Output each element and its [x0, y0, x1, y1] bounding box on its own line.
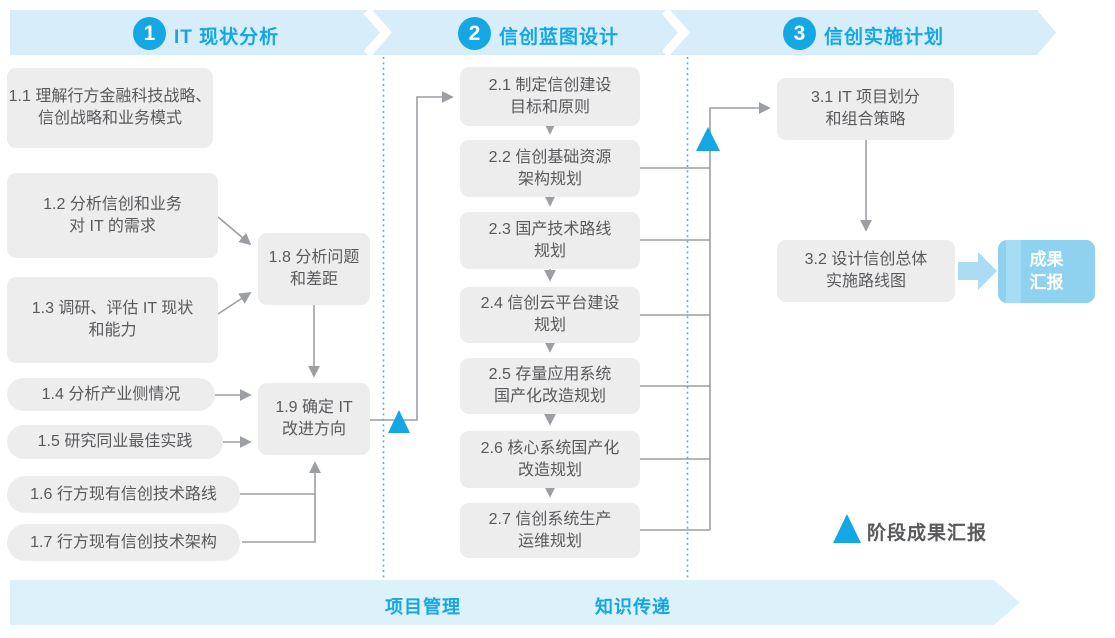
connector-collector-to-3-1	[709, 102, 771, 530]
task-box-2-4: 2.4 信创云平台建设 规划	[460, 287, 640, 343]
connector-1-9-to-2-1	[370, 91, 454, 421]
stage-report-marker-phase2-icon	[696, 127, 720, 151]
task-box-2-5: 2.5 存量应用系统 国产化改造规划	[460, 358, 640, 414]
task-box-1-7: 1.7 行方现有信创技术架构	[7, 524, 240, 561]
task-box-1-3: 1.3 调研、评估 IT 现状 和能力	[7, 277, 218, 363]
phase-2-number-badge: 2	[458, 17, 491, 50]
legend-triangle-icon	[833, 514, 861, 543]
deliverable-box: 成果 汇报	[998, 240, 1095, 303]
task-box-1-2: 1.2 分析信创和业务 对 IT 的需求	[7, 173, 218, 258]
stage-report-marker-phase1-icon	[388, 410, 410, 433]
task-box-1-9: 1.9 确定 IT 改进方向	[258, 383, 370, 455]
phase-3-number-badge: 3	[783, 17, 816, 50]
legend-label: 阶段成果汇报	[867, 523, 988, 544]
task-box-3-1: 3.1 IT 项目划分 和组合策略	[777, 78, 954, 140]
task-box-2-7: 2.7 信创系统生产 运维规划	[460, 503, 640, 558]
banner-chevron-1-icon	[363, 8, 393, 57]
footer-item-knowledge-transfer: 知识传递	[595, 597, 671, 617]
deliverable-accent-stripe	[1006, 240, 1021, 303]
deliverable-label: 成果 汇报	[1029, 250, 1064, 292]
deliverable-arrow-icon	[958, 252, 997, 290]
banner-chevron-2-icon	[661, 8, 691, 57]
connector-1-7-to-1-9	[242, 461, 321, 543]
task-box-1-1: 1.1 理解行方金融科技战略、 信创战略和业务模式	[7, 68, 213, 148]
task-box-2-1: 2.1 制定信创建设 目标和原则	[460, 67, 640, 126]
phase-2-title: 信创蓝图设计	[499, 27, 620, 48]
connector-1-2-to-1-8	[217, 216, 252, 246]
footer-item-project-management: 项目管理	[385, 597, 461, 617]
task-box-1-8: 1.8 分析问题 和差距	[258, 233, 370, 305]
connector-1-3-to-1-8	[217, 292, 252, 315]
phase-3-title: 信创实施计划	[824, 27, 945, 48]
task-box-1-5: 1.5 研究同业最佳实践	[7, 425, 223, 459]
footer-banner	[10, 580, 1020, 625]
task-box-1-6: 1.6 行方现有信创技术路线	[7, 476, 240, 513]
task-box-3-2: 3.2 设计信创总体 实施路线图	[777, 240, 955, 302]
task-box-2-2: 2.2 信创基础资源 架构规划	[460, 140, 640, 197]
phase-1-number-badge: 1	[133, 17, 166, 50]
task-box-2-6: 2.6 核心系统国产化 改造规划	[460, 431, 640, 488]
task-box-1-4: 1.4 分析产业侧情况	[7, 378, 215, 411]
task-box-2-3: 2.3 国产技术路线 规划	[460, 212, 640, 269]
phase-1-title: IT 现状分析	[174, 27, 280, 48]
